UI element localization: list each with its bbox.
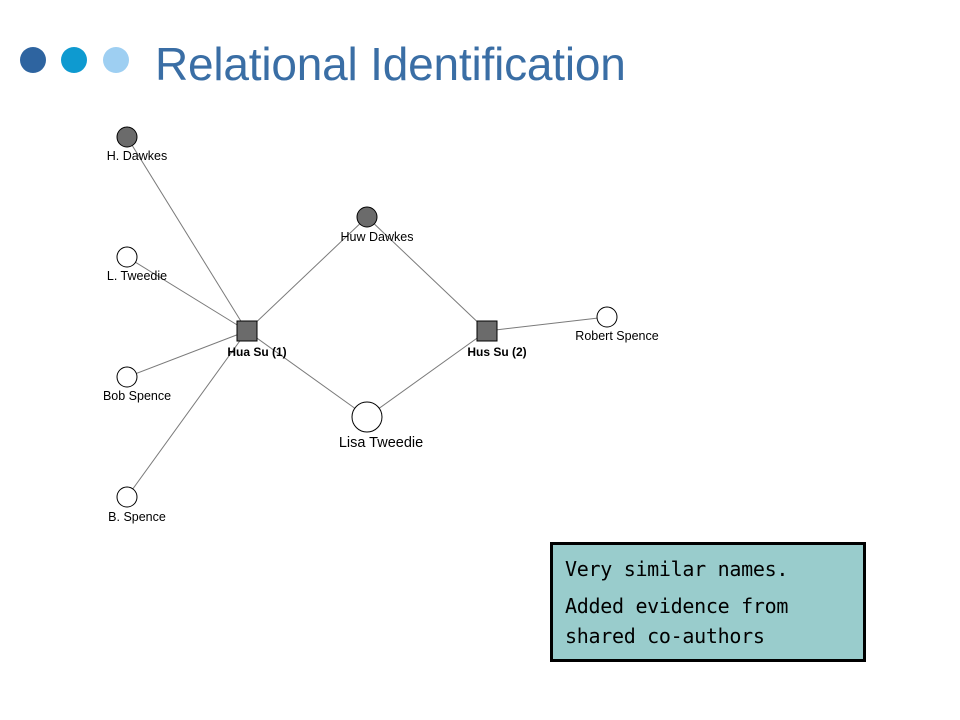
coauthor-node-huwdawkes <box>356 206 378 228</box>
author-node-hus <box>476 320 498 342</box>
note-line-3: shared co-authors <box>565 624 765 648</box>
title-bullets <box>20 47 132 75</box>
coauthor-label-bspence: B. Spence <box>108 510 166 524</box>
note-box: Very similar names. Added evidence from … <box>550 542 866 662</box>
author-node-hua <box>236 320 258 342</box>
coauthor-label-bobspence: Bob Spence <box>103 389 171 403</box>
edge-hua-bobspence <box>126 330 248 378</box>
coauthor-label-hdawkes: H. Dawkes <box>107 149 167 163</box>
bullet-dot-1 <box>20 47 46 73</box>
note-line-1: Very similar names. <box>565 557 789 581</box>
coauthor-node-robertspence <box>596 306 618 328</box>
coauthor-node-lisatweedie <box>351 401 383 433</box>
coauthor-label-huwdawkes: Huw Dawkes <box>341 230 414 244</box>
edge-hus-lisatweedie <box>366 330 488 418</box>
edge-hus-huwdawkes <box>366 216 488 332</box>
edge-hua-lisatweedie <box>246 330 368 418</box>
edge-hua-hdawkes <box>126 136 248 332</box>
coauthor-label-ltweedie: L. Tweedie <box>107 269 167 283</box>
edge-hua-huwdawkes <box>246 216 368 332</box>
bullet-dot-2 <box>61 47 87 73</box>
network-labels: Hua Su (1) Hus Su (2) H. Dawkes L. TweedieB… <box>103 149 659 524</box>
author-label-hua: Hua Su (1) <box>227 345 286 359</box>
coauthor-label-robertspence: Robert Spence <box>575 329 658 343</box>
coauthor-node-bobspence <box>116 366 138 388</box>
coauthor-node-ltweedie <box>116 246 138 268</box>
slide-title: Relational Identification <box>155 38 626 90</box>
bullet-dot-3 <box>103 47 129 73</box>
network-edges <box>126 136 608 498</box>
edge-hua-bspence <box>126 330 248 498</box>
edge-hus-robertspence <box>486 316 608 332</box>
coauthor-node-bspence <box>116 486 138 508</box>
author-label-hus: Hus Su (2) <box>467 345 526 359</box>
coauthor-node-hdawkes <box>116 126 138 148</box>
edge-hua-ltweedie <box>126 256 248 332</box>
coauthor-label-lisatweedie: Lisa Tweedie <box>339 435 423 451</box>
network-nodes <box>116 126 618 508</box>
note-line-2: Added evidence from <box>565 594 789 618</box>
